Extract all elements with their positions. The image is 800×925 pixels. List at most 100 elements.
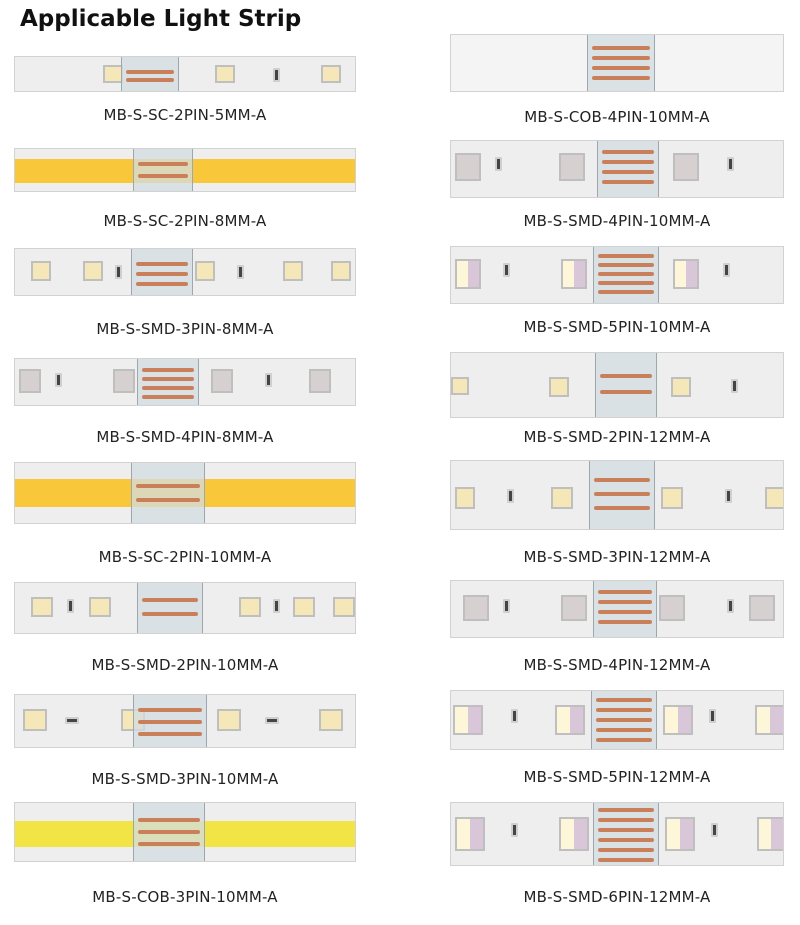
connector-clip (597, 141, 659, 197)
light-strip-photo (450, 460, 784, 530)
connector-pin (136, 272, 188, 276)
connector-pin (142, 612, 198, 616)
page-title: Applicable Light Strip (20, 6, 302, 32)
product-label: MB-S-SMD-3PIN-8MM-A (96, 320, 274, 338)
connector-clip (589, 461, 655, 529)
led-chip (319, 709, 343, 731)
connector-pin (142, 386, 194, 390)
connector-pin (598, 600, 652, 604)
light-strip-photo (14, 802, 356, 862)
connector-pin (126, 78, 174, 82)
product-label: MB-S-SMD-3PIN-10MM-A (91, 770, 279, 788)
connector-clip (593, 803, 659, 865)
connector-pin (596, 718, 652, 722)
led-chip (659, 595, 685, 621)
connector-pin (598, 620, 652, 624)
resistor (273, 599, 280, 613)
led-chip (661, 487, 683, 509)
product-label: MB-S-SMD-6PIN-12MM-A (523, 888, 711, 906)
led-chip (451, 377, 469, 395)
resistor (503, 263, 510, 277)
resistor (55, 373, 62, 387)
connector-pin (596, 698, 652, 702)
connector-pin (138, 818, 200, 822)
resistor (115, 265, 122, 279)
led-chip (103, 65, 123, 83)
connector-clip (137, 583, 203, 633)
product-label: MB-S-COB-3PIN-10MM-A (92, 888, 278, 906)
product-item: MB-S-SMD-3PIN-12MM-A (450, 456, 784, 570)
connector-pin (142, 598, 198, 602)
led-chip (239, 597, 261, 617)
light-strip-photo (14, 694, 356, 748)
connector-pin (602, 160, 654, 164)
light-strip-photo (14, 56, 356, 92)
led-chip (665, 817, 695, 851)
connector-pin (596, 738, 652, 742)
connector-pin (598, 272, 654, 276)
product-label: MB-S-SC-2PIN-10MM-A (98, 548, 272, 566)
light-strip-photo (450, 690, 784, 750)
connector-pin (598, 263, 654, 267)
product-item: MB-S-SC-2PIN-10MM-A (14, 460, 356, 570)
connector-pin (592, 56, 650, 60)
connector-clip (133, 803, 205, 861)
led-chip (31, 261, 51, 281)
led-chip (333, 597, 355, 617)
connector-pin (598, 828, 654, 832)
led-chip (31, 597, 53, 617)
led-chip (321, 65, 341, 83)
led-chip (453, 705, 483, 735)
led-chip (195, 261, 215, 281)
connector-pin (138, 830, 200, 834)
led-chip (765, 487, 783, 509)
product-item: MB-S-SC-2PIN-8MM-A (14, 144, 356, 234)
connector-pin (138, 708, 202, 712)
led-chip (217, 709, 241, 731)
connector-pin (594, 478, 650, 482)
product-item: MB-S-SMD-4PIN-8MM-A (14, 356, 356, 450)
led-chip (463, 595, 489, 621)
resistor (503, 599, 510, 613)
connector-pin (142, 377, 194, 381)
product-label: MB-S-SMD-5PIN-12MM-A (523, 768, 711, 786)
led-chip (23, 709, 47, 731)
light-strip-photo (450, 352, 784, 418)
connector-clip (131, 463, 205, 523)
light-strip-photo (14, 462, 356, 524)
connector-pin (138, 174, 188, 178)
connector-pin (598, 281, 654, 285)
connector-pin (598, 838, 654, 842)
led-chip (211, 369, 233, 393)
product-item: MB-S-COB-3PIN-10MM-A (14, 802, 356, 912)
led-chip (455, 259, 481, 289)
resistor (65, 717, 79, 724)
connector-pin (600, 390, 652, 394)
led-chip (551, 487, 573, 509)
connector-pin (600, 374, 652, 378)
resistor (709, 709, 716, 723)
connector-pin (592, 46, 650, 50)
led-chip (331, 261, 351, 281)
connector-clip (133, 695, 207, 747)
light-strip-photo (450, 246, 784, 304)
resistor (237, 265, 244, 279)
resistor (273, 68, 280, 82)
product-item: MB-S-SMD-3PIN-8MM-A (14, 246, 356, 342)
resistor (507, 489, 514, 503)
connector-pin (142, 368, 194, 372)
resistor (511, 823, 518, 837)
light-strip-photo (450, 140, 784, 198)
connector-clip (591, 691, 657, 749)
resistor (727, 157, 734, 171)
product-item: MB-S-SMD-6PIN-12MM-A (450, 802, 784, 912)
connector-pin (138, 732, 202, 736)
product-item: MB-S-SMD-4PIN-12MM-A (450, 576, 784, 676)
connector-pin (138, 842, 200, 846)
connector-pin (598, 590, 652, 594)
led-chip (283, 261, 303, 281)
connector-pin (592, 76, 650, 80)
led-chip (455, 817, 485, 851)
led-chip (671, 377, 691, 397)
connector-clip (121, 57, 179, 91)
